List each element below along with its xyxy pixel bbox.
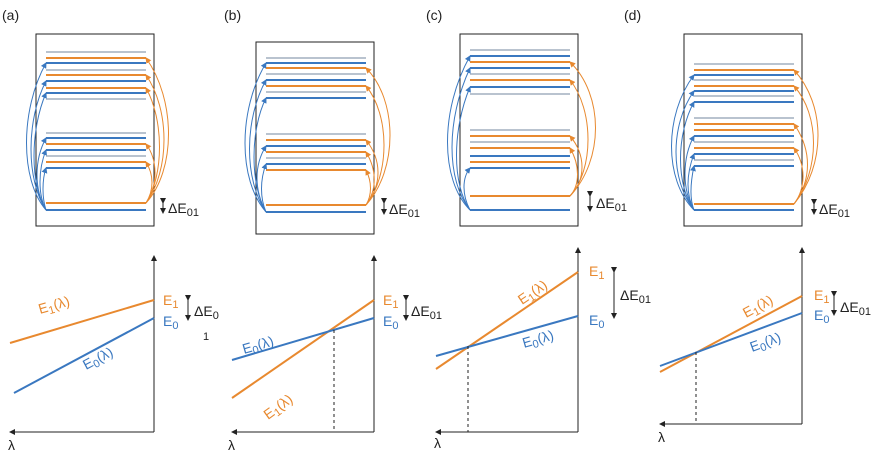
e0-curve-label-d: E0(λ)	[748, 329, 784, 358]
blue-transitions-c	[447, 55, 471, 211]
e1-tick-label-a: E1	[163, 292, 178, 311]
e0-curve-a	[13, 317, 155, 394]
e1-tick-label-d: E1	[814, 287, 829, 306]
plot-delta-label-b: ΔE01	[411, 303, 442, 322]
orange-transitions-b	[365, 67, 391, 206]
delta-e-label-a: ΔE01	[168, 200, 199, 219]
panel-label-c: (c)	[426, 7, 442, 23]
e1-curve-c	[435, 271, 579, 370]
panel-label-b: (b)	[224, 7, 241, 23]
axis-label-a: λ	[8, 437, 15, 453]
axis-label-d: λ	[658, 429, 665, 445]
e0-curve-c	[435, 315, 579, 357]
blue-transitions-a	[26, 62, 48, 211]
level-box-b	[255, 41, 375, 235]
e1-curve-label-a: E1(λ)	[36, 293, 72, 320]
e1-tick-label-b: E1	[383, 292, 398, 311]
blue-transitions-d	[671, 74, 696, 211]
e0-tick-label-c: E0	[589, 312, 604, 331]
e1-curve-a	[9, 299, 155, 344]
panel-b: (b)	[224, 7, 442, 453]
delta-e-label-d: ΔE01	[819, 201, 850, 220]
e1-curve-b	[231, 299, 375, 399]
e0-curve-label-a: E0(λ)	[80, 344, 117, 376]
e1-curve-label-b: E1(λ)	[260, 391, 297, 425]
panel-d: (d)	[624, 7, 871, 445]
e0-curve-label-c: E0(λ)	[520, 327, 556, 354]
orange-transitions-c	[569, 61, 596, 197]
plot-delta-label-c: ΔE01	[620, 287, 651, 306]
plot-delta-label-a: ΔE0	[194, 303, 219, 322]
energy-levels-d	[694, 63, 794, 211]
energy-levels-c	[470, 49, 570, 211]
axis-label-b: λ	[228, 437, 235, 453]
delta-e-label-b: ΔE01	[389, 201, 420, 220]
e0-curve-d	[659, 312, 803, 367]
level-box-c	[459, 33, 579, 227]
blue-transitions-b	[244, 62, 268, 213]
orange-transitions-a	[145, 57, 169, 204]
plot-delta-sub-wrap-a: 1	[203, 331, 209, 343]
energy-levels-b	[266, 57, 366, 213]
e0-tick-label-b: E0	[383, 313, 398, 332]
e0-tick-label-d: E0	[814, 307, 829, 326]
e0-curve-label-b: E0(λ)	[240, 333, 276, 360]
axis-label-c: λ	[434, 435, 441, 451]
energy-levels-a	[46, 51, 146, 211]
orange-transitions-d	[793, 69, 819, 205]
delta-e-label-c: ΔE01	[596, 195, 627, 214]
e0-curve-b	[231, 317, 375, 361]
plot-delta-label-d: ΔE01	[840, 299, 871, 318]
e1-tick-label-c: E1	[589, 263, 604, 282]
e0-tick-label-a: E0	[163, 313, 178, 332]
panel-label-a: (a)	[2, 7, 19, 23]
e1-curve-d	[659, 295, 803, 373]
panel-c: (c)	[426, 7, 651, 451]
panel-a: (a)	[2, 7, 219, 453]
panel-label-d: (d)	[624, 7, 641, 23]
